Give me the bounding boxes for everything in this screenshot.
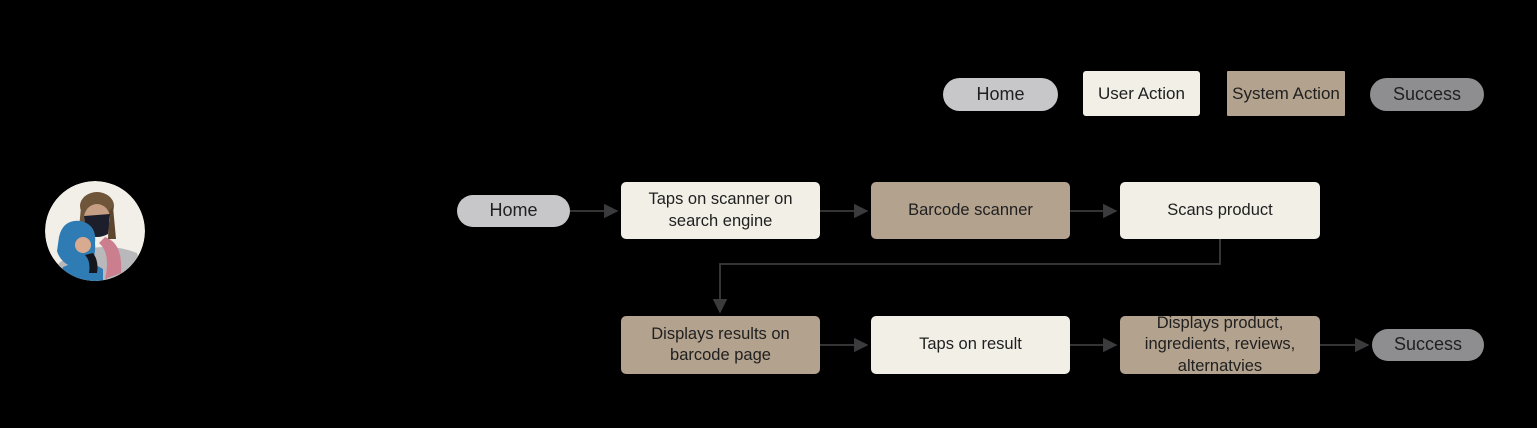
legend-item-success: Success (1370, 78, 1484, 111)
avatar-illustration (45, 181, 145, 281)
flow-node-displays-results: Displays results on barcode page (621, 316, 820, 374)
legend-item-home: Home (943, 78, 1058, 111)
legend-item-system-action: System Action (1227, 71, 1345, 116)
legend-item-user-action: User Action (1083, 71, 1200, 116)
flow-node-success: Success (1372, 329, 1484, 361)
flow-node-barcode-scanner: Barcode scanner (871, 182, 1070, 239)
flow-node-home: Home (457, 195, 570, 227)
arrow-node2-to-node3 (712, 239, 1221, 314)
flow-node-taps-on-scanner: Taps on scanner on search engine (621, 182, 820, 239)
flow-node-displays-product: Displays product, ingredients, reviews, … (1120, 314, 1320, 375)
flow-node-scans-product: Scans product (1120, 182, 1320, 239)
flow-node-taps-on-result: Taps on result (871, 316, 1070, 374)
user-avatar (45, 181, 145, 281)
